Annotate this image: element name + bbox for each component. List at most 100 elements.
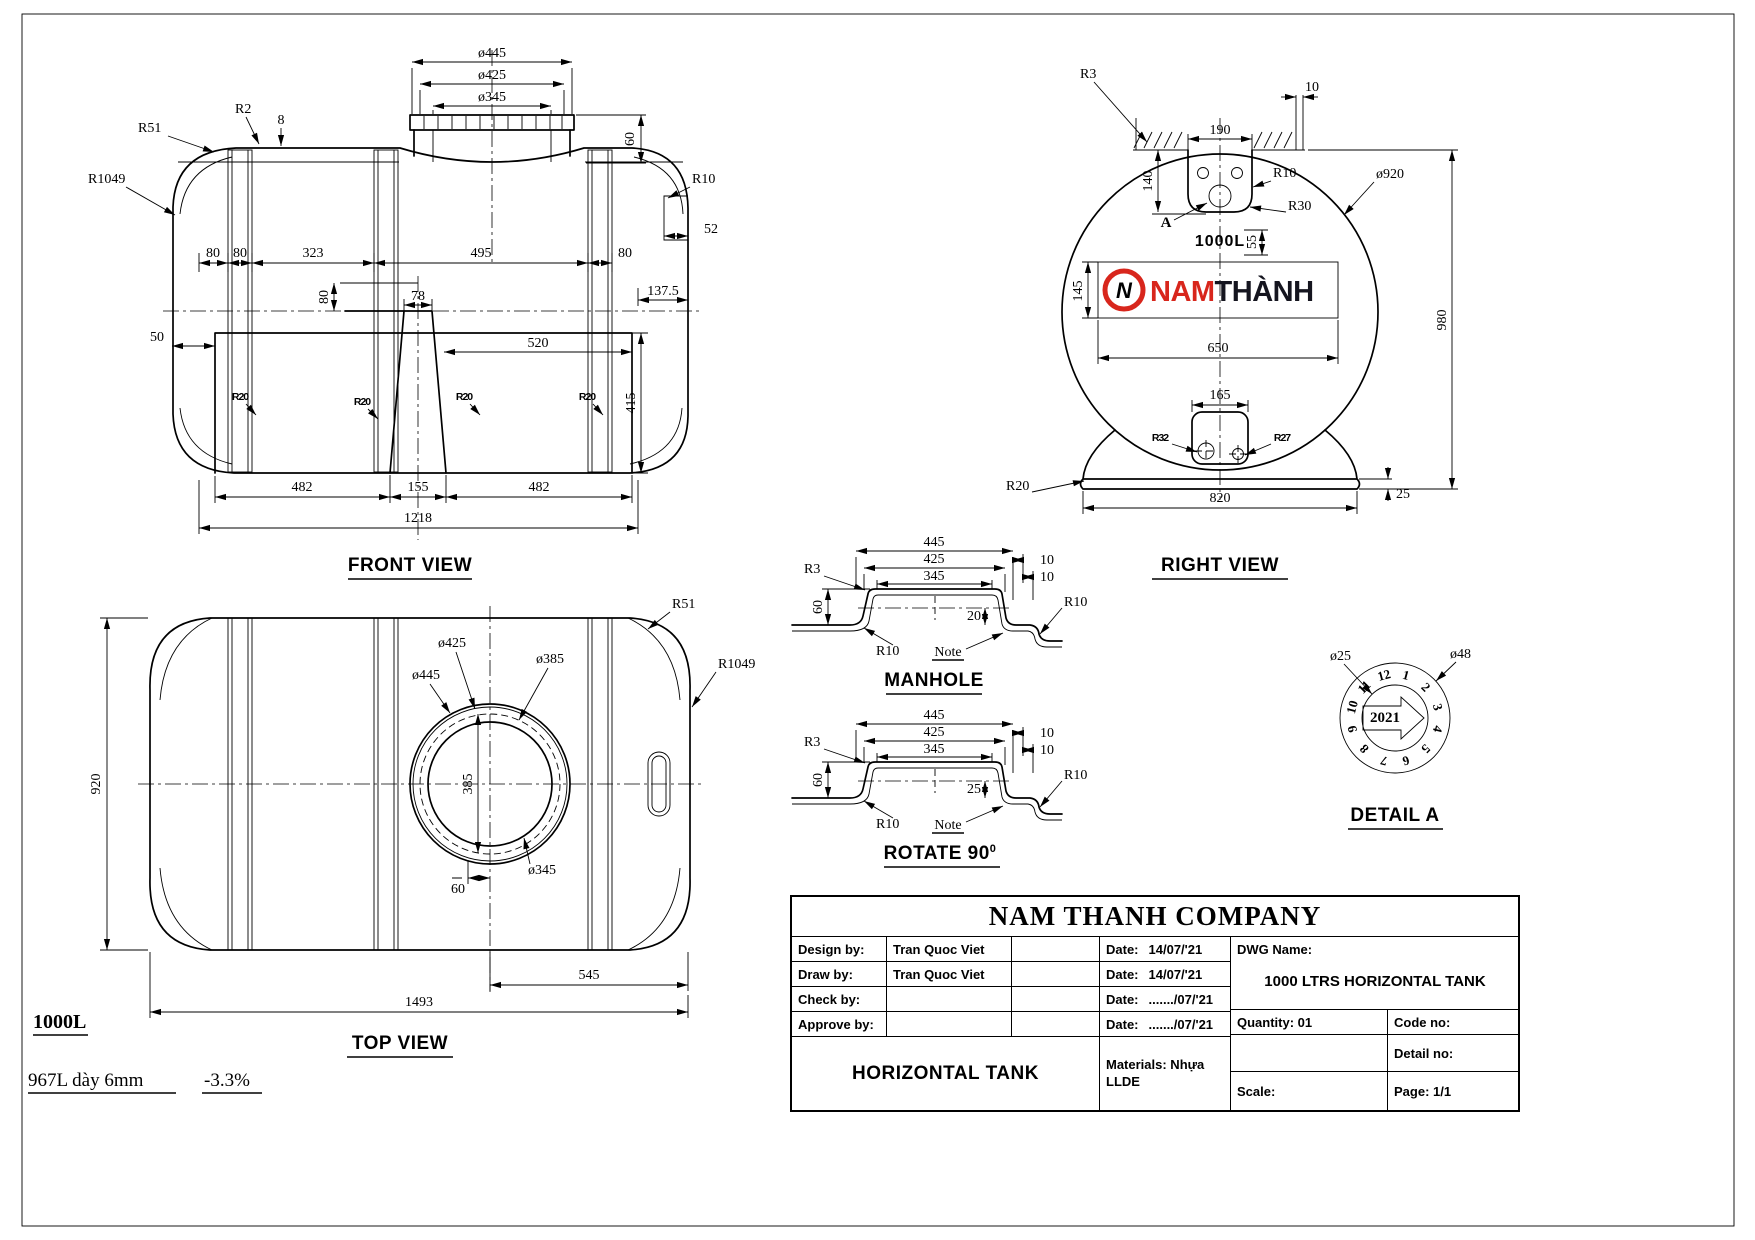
front-dim-r51: R51 — [138, 121, 161, 136]
molded-capacity-text: 1000L — [1195, 233, 1245, 250]
design-by-label: Design by: — [792, 937, 887, 962]
empty-cell — [1012, 1012, 1100, 1037]
draw-date-label: Date: — [1106, 966, 1139, 982]
draw-date-cell: Date: 14/07/'21 — [1100, 962, 1230, 987]
right-view: N NAMTHÀNH — [1006, 67, 1458, 580]
sheet-border — [21, 13, 1735, 1227]
approve-by-label: Approve by: — [792, 1012, 887, 1037]
front-dim-52: 52 — [704, 222, 718, 237]
right-dim-55: 55 — [1245, 235, 1260, 249]
materials-line1: Materials: Nhựa — [1106, 1057, 1205, 1073]
front-dim-415: 415 — [624, 393, 639, 414]
right-view-dimension-lines — [1031, 81, 1458, 514]
front-dim-323: 323 — [303, 246, 324, 261]
logo-thanh: THÀNH — [1215, 274, 1314, 308]
design-by-value: Tran Quoc Viet — [887, 937, 1012, 962]
manhole-dim-445: 445 — [924, 535, 945, 550]
right-dim-165: 165 — [1210, 388, 1231, 403]
top-dim-545: 545 — [579, 968, 600, 983]
front-dim-80a: 80 — [206, 246, 220, 261]
top-view-geometry — [138, 606, 702, 992]
rotate-dim-60: 60 — [811, 773, 826, 787]
right-dim-phi920: ø920 — [1376, 167, 1404, 182]
rotate-section-labels: 445 425 345 10 10 R3 60 R10 R10 25 Note … — [804, 708, 1087, 868]
manhole-title: MANHOLE — [884, 670, 984, 691]
manhole-dim-20: 20 — [967, 609, 981, 624]
check-by-value — [887, 987, 1012, 1012]
code-no-cell: Code no: — [1388, 1010, 1519, 1035]
stamp-year: 2021 — [1370, 710, 1400, 726]
section-a-label: A — [1161, 215, 1172, 231]
right-view-labels: R3 10 190 140 R10 ø920 R30 A 1000L 55 14… — [1006, 67, 1450, 580]
manhole-dim-425: 425 — [924, 552, 945, 567]
front-dim-520: 520 — [528, 336, 549, 351]
detail-a-title: DETAIL A — [1350, 805, 1439, 826]
top-dim-60: 60 — [451, 882, 465, 897]
front-dim-482b: 482 — [529, 480, 550, 495]
draw-date-value: 14/07/'21 — [1148, 966, 1203, 982]
right-dim-190: 190 — [1210, 123, 1231, 138]
right-dim-145: 145 — [1071, 281, 1086, 302]
top-view-title: TOP VIEW — [352, 1033, 448, 1054]
front-dim-60: 60 — [623, 132, 638, 146]
title-block-right: DWG Name: 1000 LTRS HORIZONTAL TANK Quan… — [1230, 937, 1519, 1110]
front-dim-r1049: R1049 — [88, 172, 125, 187]
right-dim-980: 980 — [1435, 310, 1450, 331]
rotate-title-text: ROTATE 90 — [884, 843, 990, 864]
manhole-note: Note — [934, 645, 961, 660]
front-rib-label-3: R20 — [456, 391, 473, 403]
product-name: HORIZONTAL TANK — [792, 1037, 1100, 1110]
year-arrow — [1362, 695, 1425, 741]
rotate-dim-r10b: R10 — [1064, 768, 1087, 783]
top-view: R51 R1049 ø425 ø385 ø445 ø345 920 385 60… — [89, 597, 755, 1058]
capacity-note: 1000L — [33, 1011, 86, 1033]
stamp-number-5: 5 — [1418, 741, 1434, 757]
stamp-number-9: 9 — [1344, 723, 1360, 734]
top-dim-phi385: ø385 — [536, 652, 564, 667]
right-dim-r30: R30 — [1288, 199, 1311, 214]
front-dim-r10: R10 — [692, 172, 715, 187]
detail-a: 1 2 3 4 5 6 7 8 9 10 11 12 2021 ø25 ø48 … — [1330, 647, 1471, 830]
front-dim-phi345: ø345 — [478, 90, 506, 105]
top-view-labels: R51 R1049 ø425 ø385 ø445 ø345 920 385 60… — [89, 597, 755, 1058]
manhole-dim-r10b: R10 — [1064, 595, 1087, 610]
design-date-value: 14/07/'21 — [1148, 941, 1203, 957]
manhole-section-labels: 445 425 345 10 10 R3 60 R10 R10 20 Note … — [804, 535, 1087, 695]
manhole-dim-r3: R3 — [804, 562, 820, 577]
approve-date-cell: Date:......./07/'21 — [1100, 1012, 1230, 1037]
rotate-dim-10a: 10 — [1040, 726, 1054, 741]
front-dim-phi425: ø425 — [478, 68, 506, 83]
stamp-number-6: 6 — [1400, 753, 1411, 769]
design-date-cell: Date: 14/07/'21 — [1100, 937, 1230, 962]
front-dim-r2: R2 — [235, 102, 251, 117]
manhole-dim-r10a: R10 — [876, 644, 899, 659]
front-dim-495: 495 — [471, 246, 492, 261]
front-view-labels: ø445 ø425 ø345 R51 R2 8 R1049 60 R10 52 … — [88, 46, 718, 580]
brand-logo: N NAMTHÀNH — [1097, 261, 1339, 319]
quantity-cell: Quantity: 01 — [1231, 1010, 1388, 1035]
design-date-label: Date: — [1106, 941, 1139, 957]
right-dim-25: 25 — [1396, 487, 1410, 502]
front-view-title: FRONT VIEW — [348, 555, 472, 576]
logo-n: N — [1116, 278, 1133, 303]
front-dim-8: 8 — [278, 113, 285, 128]
front-dim-1218: 1218 — [404, 511, 432, 526]
front-rib-label-1: R20 — [232, 391, 249, 403]
materials-cell: Materials: Nhựa LLDE — [1100, 1037, 1230, 1110]
right-view-title: RIGHT VIEW — [1161, 555, 1279, 576]
detail-dim-phi48: ø48 — [1450, 647, 1471, 662]
manhole-dim-60: 60 — [811, 600, 826, 614]
top-dim-920: 920 — [89, 774, 104, 795]
right-dim-140: 140 — [1141, 171, 1156, 192]
stamp-number-7: 7 — [1378, 753, 1389, 769]
rotate-dim-r10a: R10 — [876, 817, 899, 832]
front-view-dimension-lines — [125, 58, 691, 534]
rotate-dim-25: 25 — [967, 782, 981, 797]
shrink-note: -3.3% — [204, 1070, 250, 1091]
rotate-note: Note — [934, 818, 961, 833]
check-date-cell: Date:......./07/'21 — [1100, 987, 1230, 1012]
front-rib-label-2: R20 — [354, 396, 371, 408]
page-cell: Page: 1/1 — [1394, 1083, 1452, 1099]
